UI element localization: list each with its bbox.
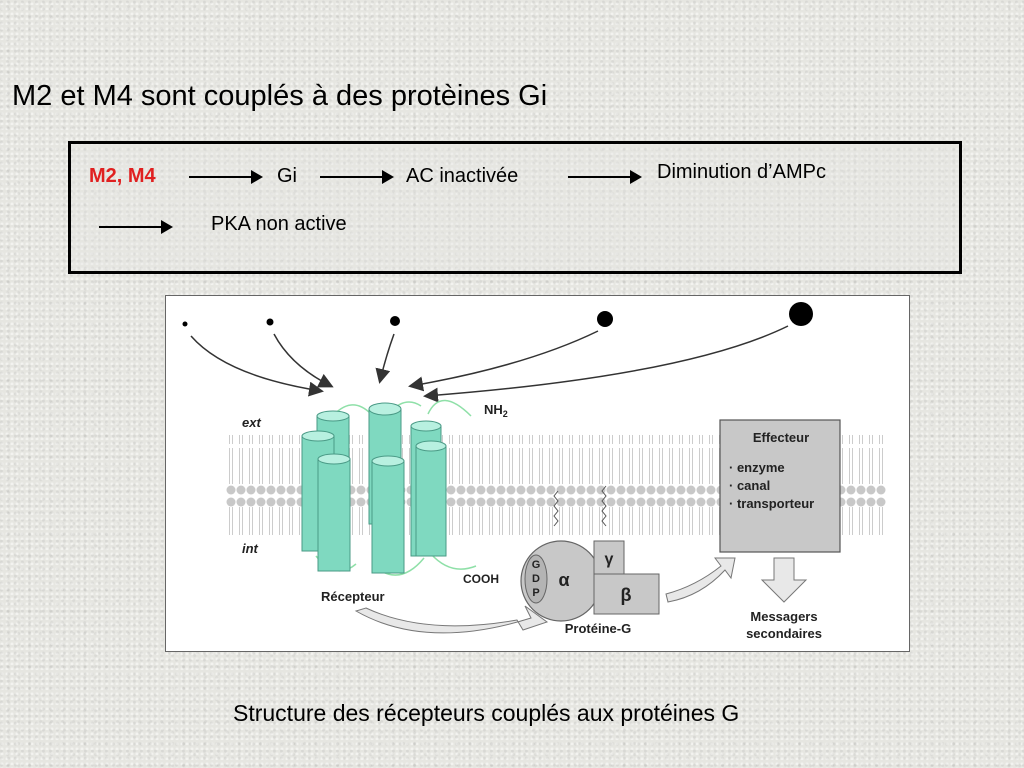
gprotein-to-effector-arrow <box>665 557 736 603</box>
gpcr-diagram: ext int NH2 COOH Récepteur G D P α γ β P… <box>165 295 910 652</box>
flow-step-ampc: Diminution d’AMPc <box>657 161 826 183</box>
receptor-to-gprotein-arrow <box>354 605 549 634</box>
flow-arrow-2 <box>320 170 394 184</box>
gamma-subunit: γ <box>605 551 614 568</box>
flow-step-pka: PKA non active <box>211 213 347 235</box>
flow-arrow-3 <box>568 170 642 184</box>
ligand-arrows <box>190 325 789 403</box>
ext-label: ext <box>242 415 261 430</box>
gdp-d: D <box>532 573 540 585</box>
flow-arrow-1 <box>189 170 263 184</box>
cooh-label: COOH <box>463 572 499 586</box>
nh2-label: NH2 <box>484 402 508 419</box>
slide-title: M2 et M4 sont couplés à des protèines Gi <box>12 80 548 112</box>
flow-step-m2-m4: M2, M4 <box>89 165 156 187</box>
messengers-label-2: secondaires <box>746 626 822 641</box>
g-protein <box>520 485 660 622</box>
messengers-label-1: Messagers <box>750 609 817 624</box>
receptor-helices <box>301 402 447 574</box>
flow-arrow-4 <box>99 220 173 234</box>
receptor-label: Récepteur <box>321 589 385 604</box>
alpha-subunit: α <box>558 570 569 590</box>
diagram-caption: Structure des récepteurs couplés aux pro… <box>233 700 740 726</box>
effector-down-arrow <box>760 557 808 603</box>
flow-step-ac: AC inactivée <box>406 165 519 187</box>
effector-title: Effecteur <box>753 430 809 445</box>
gdp-g: G <box>532 559 541 571</box>
effector-item-canal: · canal <box>729 478 770 493</box>
flow-step-gi: Gi <box>277 165 297 187</box>
effector-item-transporteur: · transporteur <box>729 496 814 511</box>
effector-item-enzyme: · enzyme <box>729 460 785 475</box>
int-label: int <box>242 541 259 556</box>
ligand-dots <box>182 302 813 327</box>
g-protein-label: Protéine-G <box>565 621 631 636</box>
gdp-p: P <box>532 587 539 599</box>
beta-subunit: β <box>621 585 632 605</box>
effector-box <box>719 419 841 553</box>
signal-flow-box: M2, M4 Gi AC inactivée Diminution d’AMPc… <box>68 141 962 274</box>
gpcr-diagram-svg: ext int NH2 COOH Récepteur G D P α γ β P… <box>182 302 886 641</box>
